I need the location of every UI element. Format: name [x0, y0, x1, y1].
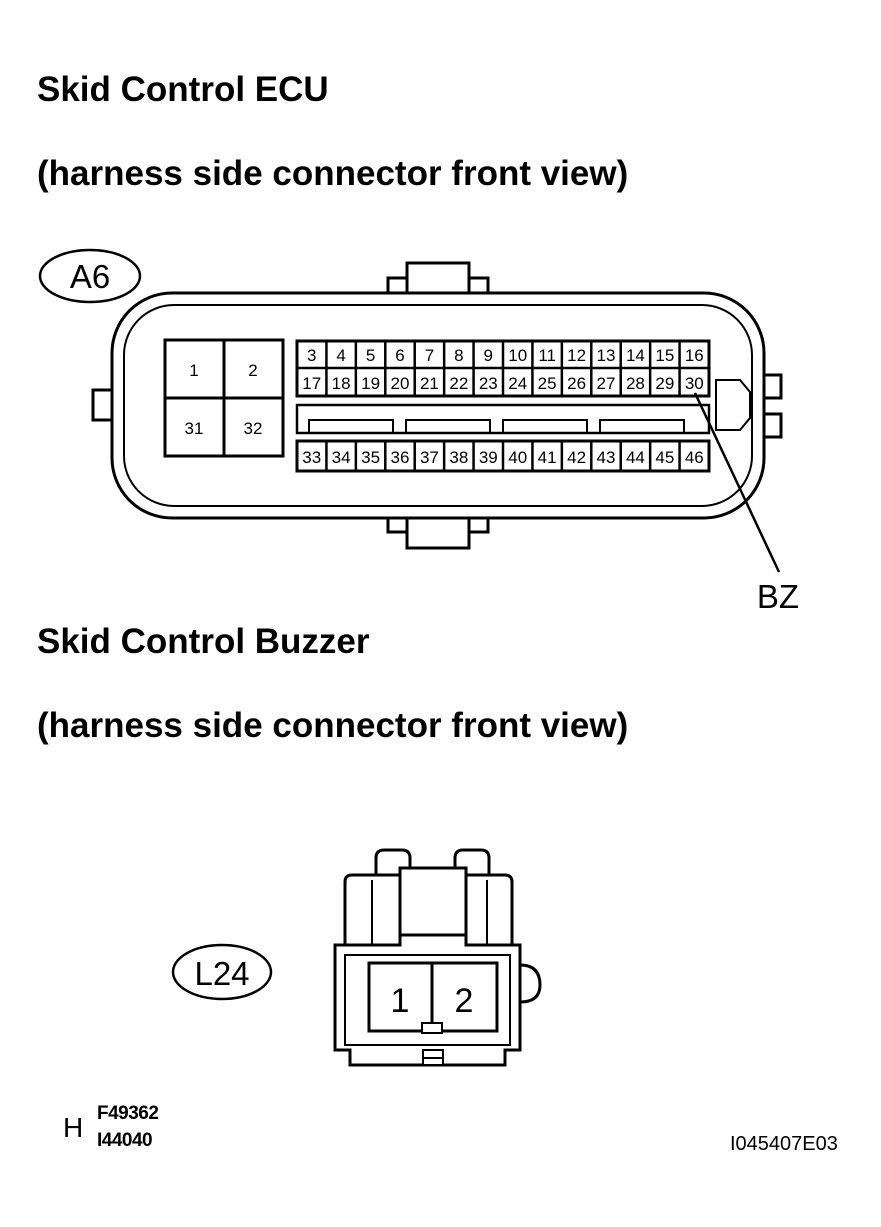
pin-27: 27 — [597, 374, 616, 393]
pin-17: 17 — [302, 374, 321, 393]
pin-28: 28 — [626, 374, 645, 393]
pin-6: 6 — [395, 346, 404, 365]
pin-11: 11 — [538, 346, 556, 365]
l24-label-oval — [171, 943, 273, 1001]
buzzer-connector — [333, 848, 542, 1067]
pin-42: 42 — [567, 448, 586, 467]
pin-43: 43 — [597, 448, 616, 467]
footer-letter: H — [63, 1112, 83, 1143]
pin-25: 25 — [538, 374, 557, 393]
pin-14: 14 — [626, 346, 645, 365]
buzzer-subtitle: (harness side connector front view) — [37, 706, 629, 745]
pin-36: 36 — [391, 448, 410, 467]
pin-30: 30 — [685, 374, 704, 393]
pin-41: 41 — [538, 448, 557, 467]
pin-39: 39 — [479, 448, 498, 467]
pin-23: 23 — [479, 374, 498, 393]
pin-19: 19 — [361, 374, 380, 393]
pin-7: 7 — [425, 346, 434, 365]
pin-37: 37 — [420, 448, 439, 467]
pin-34: 34 — [332, 448, 351, 467]
pin-22: 22 — [449, 374, 468, 393]
footer-code-2: I44040 — [97, 1130, 153, 1151]
pin-5: 5 — [366, 346, 375, 365]
pin-31: 31 — [185, 419, 204, 438]
pin-44: 44 — [626, 448, 645, 467]
buzzer-pin-2: 2 — [455, 982, 474, 1020]
bz-callout-label: BZ — [757, 578, 799, 615]
pin-15: 15 — [655, 346, 674, 365]
pin-16: 16 — [685, 346, 704, 365]
buzzer-pin-1: 1 — [391, 982, 410, 1020]
pin-8: 8 — [454, 346, 463, 365]
pin-9: 9 — [484, 346, 493, 365]
pin-10: 10 — [508, 346, 527, 365]
pin-21: 21 — [420, 374, 439, 393]
l24-connector-code: L24 — [194, 955, 249, 992]
pin-38: 38 — [449, 448, 468, 467]
pin-29: 29 — [655, 374, 674, 393]
pin-35: 35 — [361, 448, 380, 467]
pin-13: 13 — [597, 346, 616, 365]
a6-connector-code: A6 — [70, 258, 110, 295]
pin-26: 26 — [567, 374, 586, 393]
figure-id: I045407E03 — [730, 1133, 838, 1155]
pin-32: 32 — [244, 419, 263, 438]
pin-20: 20 — [391, 374, 410, 393]
pin-33: 33 — [302, 448, 321, 467]
pin-2: 2 — [248, 361, 257, 380]
pin-3: 3 — [307, 346, 316, 365]
pin-18: 18 — [332, 374, 351, 393]
ecu-connector — [91, 261, 783, 573]
pin-1: 1 — [189, 361, 198, 380]
ecu-subtitle: (harness side connector front view) — [37, 154, 629, 193]
pin-45: 45 — [655, 448, 674, 467]
footer-code-1: F49362 — [97, 1103, 159, 1124]
pin-4: 4 — [336, 346, 345, 365]
pin-40: 40 — [508, 448, 527, 467]
ecu-title: Skid Control ECU — [37, 70, 329, 109]
buzzer-title: Skid Control Buzzer — [37, 622, 370, 661]
pin-46: 46 — [685, 448, 704, 467]
pin-24: 24 — [508, 374, 527, 393]
a6-label-oval — [38, 248, 142, 304]
pin-12: 12 — [567, 346, 586, 365]
